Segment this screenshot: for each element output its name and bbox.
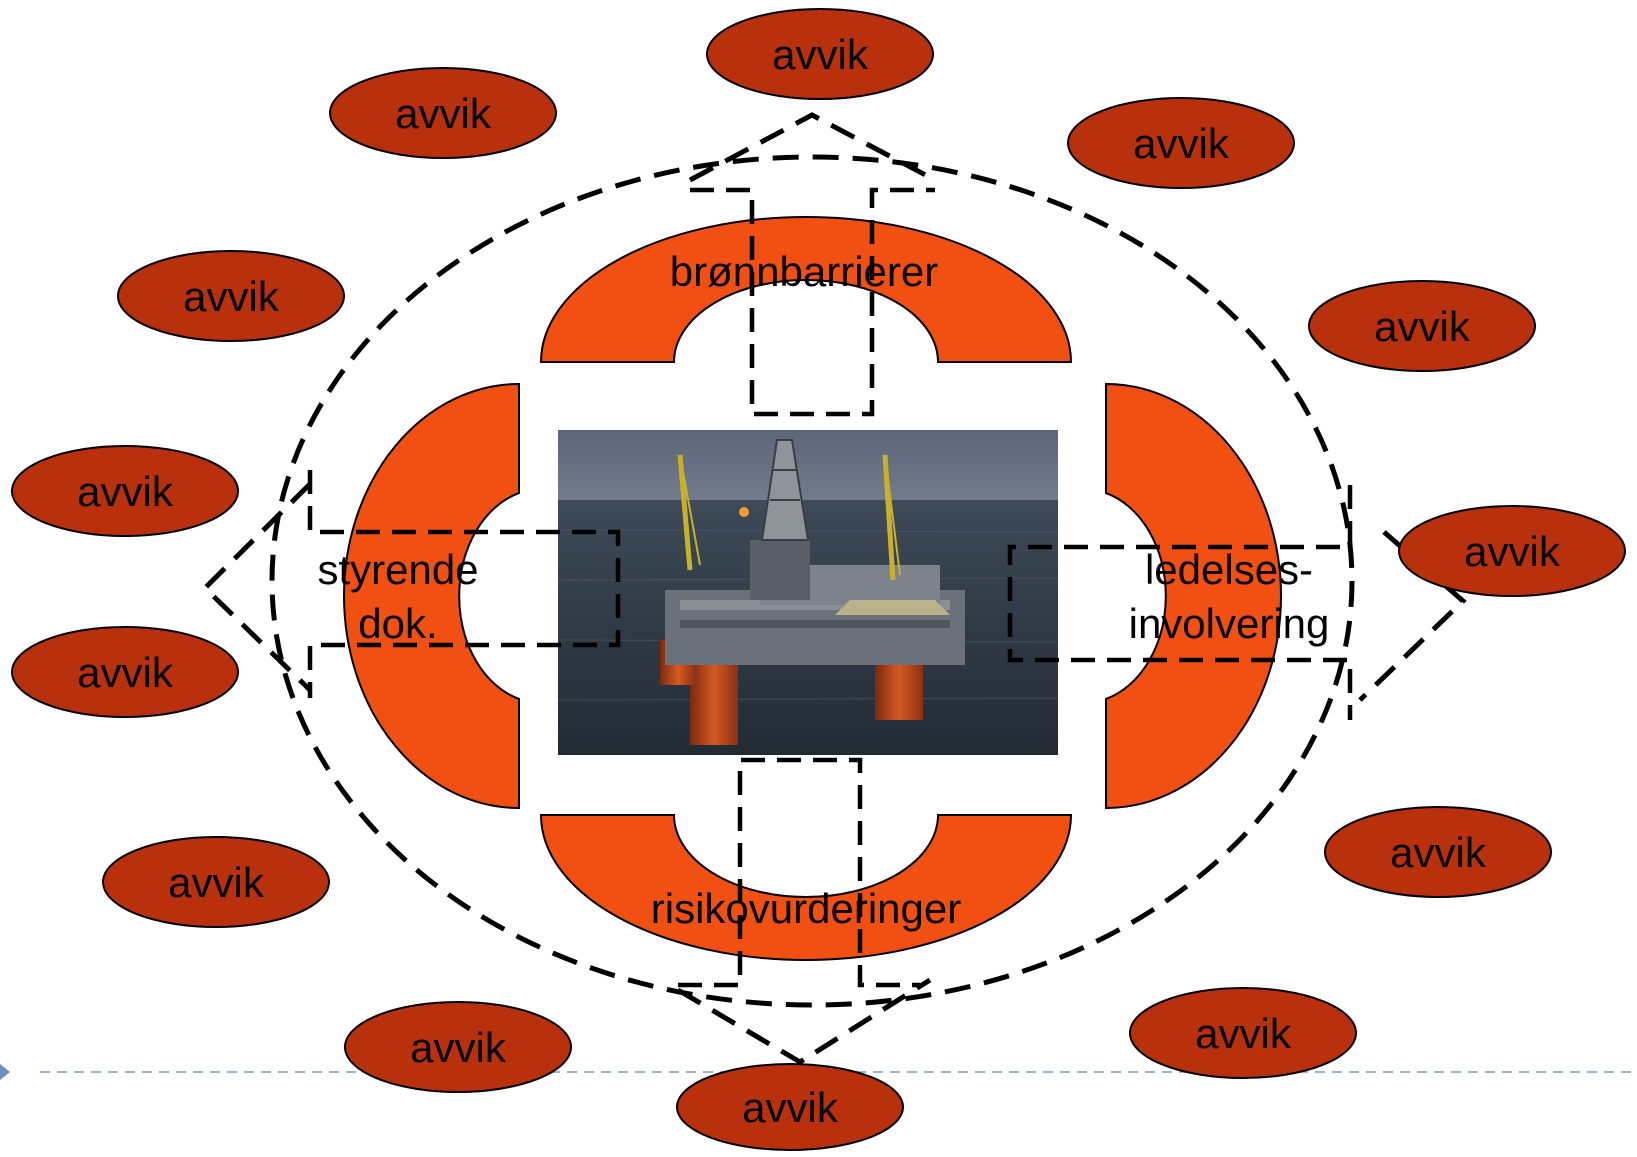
deviation-oval: avvik [11, 445, 239, 537]
barrier-left-segment [343, 382, 520, 810]
outer-dashed-boundary [269, 154, 1355, 1008]
deviation-oval: avvik [102, 836, 330, 928]
deviation-oval: avvik [1398, 505, 1626, 597]
barrier-top-segment [539, 216, 1073, 363]
barrier-right-segment [1105, 382, 1282, 810]
svg-text:avvik: avvik [183, 273, 280, 320]
svg-text:avvik: avvik [1464, 528, 1561, 575]
deviation-oval: avvik [117, 250, 345, 342]
svg-text:avvik: avvik [77, 649, 174, 696]
deviation-oval: avvik [1129, 987, 1357, 1079]
platform-photo [557, 430, 1059, 755]
dashed-pointers [201, 112, 1467, 1065]
label-dok: dok. [358, 600, 437, 647]
svg-text:avvik: avvik [410, 1024, 507, 1071]
deviation-oval: avvik [706, 8, 934, 100]
footer-marker-icon [0, 1064, 10, 1080]
deviation-oval: avvik [1067, 97, 1295, 189]
deviation-oval: avvik [1308, 280, 1536, 372]
svg-text:avvik: avvik [772, 31, 869, 78]
svg-text:avvik: avvik [1390, 829, 1487, 876]
label-involvering: involvering [1129, 600, 1330, 647]
label-brønnbarrierer: brønnbarrierer [670, 248, 938, 295]
label-risikovurderinger: risikovurderinger [651, 885, 961, 932]
deviation-oval: avvik [329, 67, 557, 159]
deviation-oval: avvik [344, 1001, 572, 1093]
svg-text:avvik: avvik [77, 468, 174, 515]
svg-text:avvik: avvik [1195, 1010, 1292, 1057]
label-styrende: styrende [317, 546, 478, 593]
label-ledelses: ledelses- [1145, 546, 1313, 593]
svg-text:avvik: avvik [1374, 303, 1471, 350]
deviation-oval: avvik [676, 1063, 904, 1151]
svg-text:avvik: avvik [168, 859, 265, 906]
deviation-oval: avvik [11, 626, 239, 718]
deviation-oval: avvik [1324, 806, 1552, 898]
barrier-gaps [307, 187, 1353, 988]
svg-text:avvik: avvik [1133, 120, 1230, 167]
svg-text:avvik: avvik [395, 90, 492, 137]
svg-text:avvik: avvik [742, 1084, 839, 1131]
barrier-bottom-segment [539, 814, 1073, 961]
